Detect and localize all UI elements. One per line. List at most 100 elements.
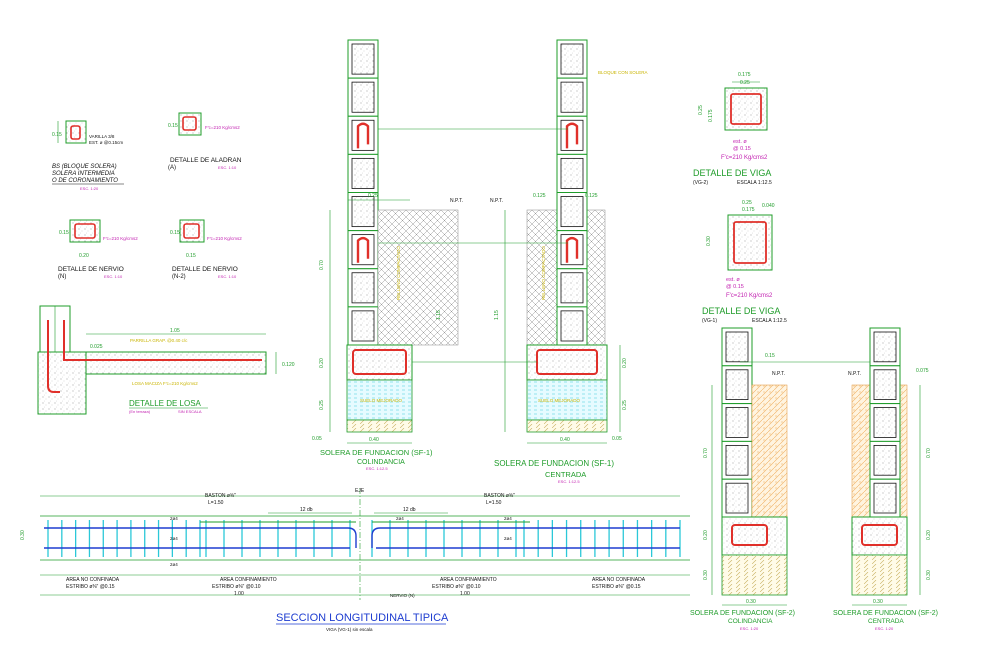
sf1-dim-025c: 0.25 — [622, 400, 628, 410]
vg2-scale: ESCALA 1:12.5 — [737, 180, 772, 186]
sf2-left-title: SOLERA DE FUNDACION (SF-2) — [690, 610, 795, 617]
sf1-right-scale: ESC. 1:12.5 — [558, 479, 580, 484]
wall-block-cell — [873, 331, 897, 363]
sf1-right-title: SOLERA DE FUNDACION (SF-1) — [494, 459, 614, 468]
sf1-note-bloque: BLOQUE CON SOLERA — [598, 70, 648, 75]
vg1-w1: 0.25 — [742, 200, 752, 206]
sec-area-nc-l: AREA NO CONFINADA — [66, 577, 120, 583]
wall-block-cell — [351, 310, 375, 342]
sec-area-c-r: AREA CONFINAMIENTO — [440, 577, 497, 583]
wall-block-cell — [725, 444, 749, 476]
sf2-dim-030d: 0.30 — [873, 599, 883, 605]
sec-baston-l: BASTON ø⅝" — [205, 493, 236, 499]
n2-note: F'c=210 Kg/cms2 — [207, 236, 242, 241]
wall-block-cell — [873, 482, 897, 514]
sf1-dim-040a: 0.40 — [369, 437, 379, 443]
vg2-w1: 0.175 — [738, 72, 751, 78]
vg2-title: DETALLE DE VIGA — [693, 168, 771, 178]
sf1-dim-025: 0.25 — [368, 193, 378, 199]
sf2-dim-020a: 0.20 — [703, 530, 709, 540]
sec-dim-h: 0.30 — [20, 530, 26, 540]
sec-eje: EJE — [355, 488, 365, 494]
losa-note1: PARRILLA GRAP. @0.40 c/c — [130, 338, 188, 343]
sf1-note-soil-r: SUELO MEJORADO — [538, 398, 581, 403]
vg1-h: 0.30 — [706, 236, 712, 246]
detail-aladran: 0.15 F'c=210 Kg/cms2 DETALLE DE ALADRAN … — [168, 112, 242, 171]
sec-bar-24d: 2ø4 — [396, 516, 404, 521]
wall-block-cell — [351, 196, 375, 228]
n2-sub: (N-2) — [172, 274, 186, 280]
sec-est-nc-r: ESTRIBO ø⅜" @0.15 — [592, 584, 641, 590]
sf2-npt-r: N.P.T. — [848, 371, 861, 377]
sf2-dim-020b: 0.20 — [926, 530, 932, 540]
sec-len-c-l: 1.00 — [234, 591, 244, 597]
vg1-title: DETALLE DE VIGA — [702, 306, 780, 316]
solera-rebar — [565, 122, 579, 149]
vg2-w2: 0.25 — [740, 80, 750, 86]
ala-note: F'c=210 Kg/cms2 — [205, 125, 240, 130]
sf2-dim-030b: 0.30 — [746, 599, 756, 605]
sf2-dim-070a: 0.70 — [703, 448, 709, 458]
losa-dim-top: 0.025 — [90, 344, 103, 350]
sec-area-c-l: AREA CONFINAMIENTO — [220, 577, 277, 583]
bs-scale: ESC. 1:20 — [80, 186, 99, 191]
n-dim-v: 0.15 — [59, 230, 69, 236]
wall-block-cell — [560, 310, 584, 342]
sec-len-c-r: 1.00 — [460, 591, 470, 597]
sf1-right-wall — [556, 39, 588, 346]
losa-sub: (En terraza) — [129, 409, 151, 414]
wall-block-cell — [725, 482, 749, 514]
vg1-fc: F'c=210 Kg/cms2 — [726, 293, 773, 299]
solera-rebar — [356, 122, 370, 149]
detail-nervio-n: 0.15 0.20 F'c=210 Kg/cms2 DETALLE DE NER… — [58, 219, 138, 280]
n-note: F'c=210 Kg/cms2 — [103, 236, 138, 241]
losa-title: DETALLE DE LOSA — [129, 399, 202, 408]
n2-dim-v: 0.15 — [170, 230, 180, 236]
wall-block-cell — [560, 272, 584, 304]
sf2-colindancia: 0.15 N.P.T. 0.70 0.20 0.30 0.30 SOLERA D… — [690, 327, 795, 631]
wall-block-cell — [560, 43, 584, 75]
bs-dim: 0.15 — [52, 132, 62, 138]
n2-title: DETALLE DE NERVIO — [172, 266, 238, 273]
sf1-note-fill-r: RELLENO COMPACTADO — [541, 246, 546, 300]
wall-block-cell — [351, 272, 375, 304]
sf2-centrada: 0.075 N.P.T. 0.70 0.20 0.30 0.30 SOLERA … — [833, 327, 938, 631]
sf2-dim-015: 0.15 — [765, 353, 775, 359]
sf1-dim-0125a: 0.125 — [533, 193, 546, 199]
ala-dim: 0.15 — [168, 123, 178, 129]
n-dim-h: 0.20 — [79, 253, 89, 259]
sf1-dim-115b: 1.15 — [494, 310, 500, 320]
ala-sub: (A) — [168, 165, 176, 171]
wall-block-cell — [873, 407, 897, 438]
sf2-right-sub: CENTRADA — [868, 618, 904, 625]
sf2-right-title: SOLERA DE FUNDACION (SF-2) — [833, 610, 938, 617]
vg1-w3: 0.040 — [762, 203, 775, 209]
losa-dim-thick: 0.120 — [282, 362, 295, 368]
sec-area-nc-r: AREA NO CONFINADA — [592, 577, 646, 583]
wall-block-cell — [351, 81, 375, 113]
wall-block-cell — [873, 369, 897, 400]
detail-losa: 1.05 0.120 0.025 PARRILLA GRAP. @0.40 c/… — [37, 305, 295, 415]
sec-bar-24b: 2ø4 — [170, 536, 178, 541]
sf1-dim-0125b: 0.125 — [585, 193, 598, 199]
bs-title3: O DE CORONAMIENTO — [52, 178, 118, 184]
sf1-npt-r: N.P.T. — [490, 198, 503, 204]
detail-viga-vg1: 0.25 0.175 0.040 0.30 est. ø @ 0.15 F'c=… — [702, 200, 787, 324]
sf1-npt-l: N.P.T. — [450, 198, 463, 204]
vg1-sub: (VG-1) — [702, 318, 717, 324]
sec-subtitle: VIGA (VG-1) sin escala — [326, 627, 373, 632]
sf1-note-soil-l: SUELO MEJORADO — [360, 398, 403, 403]
bs-title2: SOLERA INTERMEDIA — [52, 171, 115, 177]
sf1-dim-040b: 0.40 — [560, 437, 570, 443]
sf1-colindancia: 0.25 0.70 1.15 0.20 0.25 0.05 0.40 N.P.T… — [312, 39, 463, 471]
wall-block-cell — [351, 157, 375, 189]
sec-db-l: 12 db — [300, 507, 313, 513]
n-scale: ESC. 1:10 — [104, 274, 123, 279]
vg2-sub: (VG-2) — [693, 180, 708, 186]
sec-bar-24e: 2ø4 — [504, 516, 512, 521]
sf2-dim-070b: 0.70 — [926, 448, 932, 458]
ala-scale: ESC. 1:10 — [218, 165, 237, 170]
sf1-dim-005b: 0.05 — [612, 436, 622, 442]
n-sub: (N) — [58, 274, 66, 280]
sec-nervio: NERVIO (N) — [390, 593, 415, 598]
